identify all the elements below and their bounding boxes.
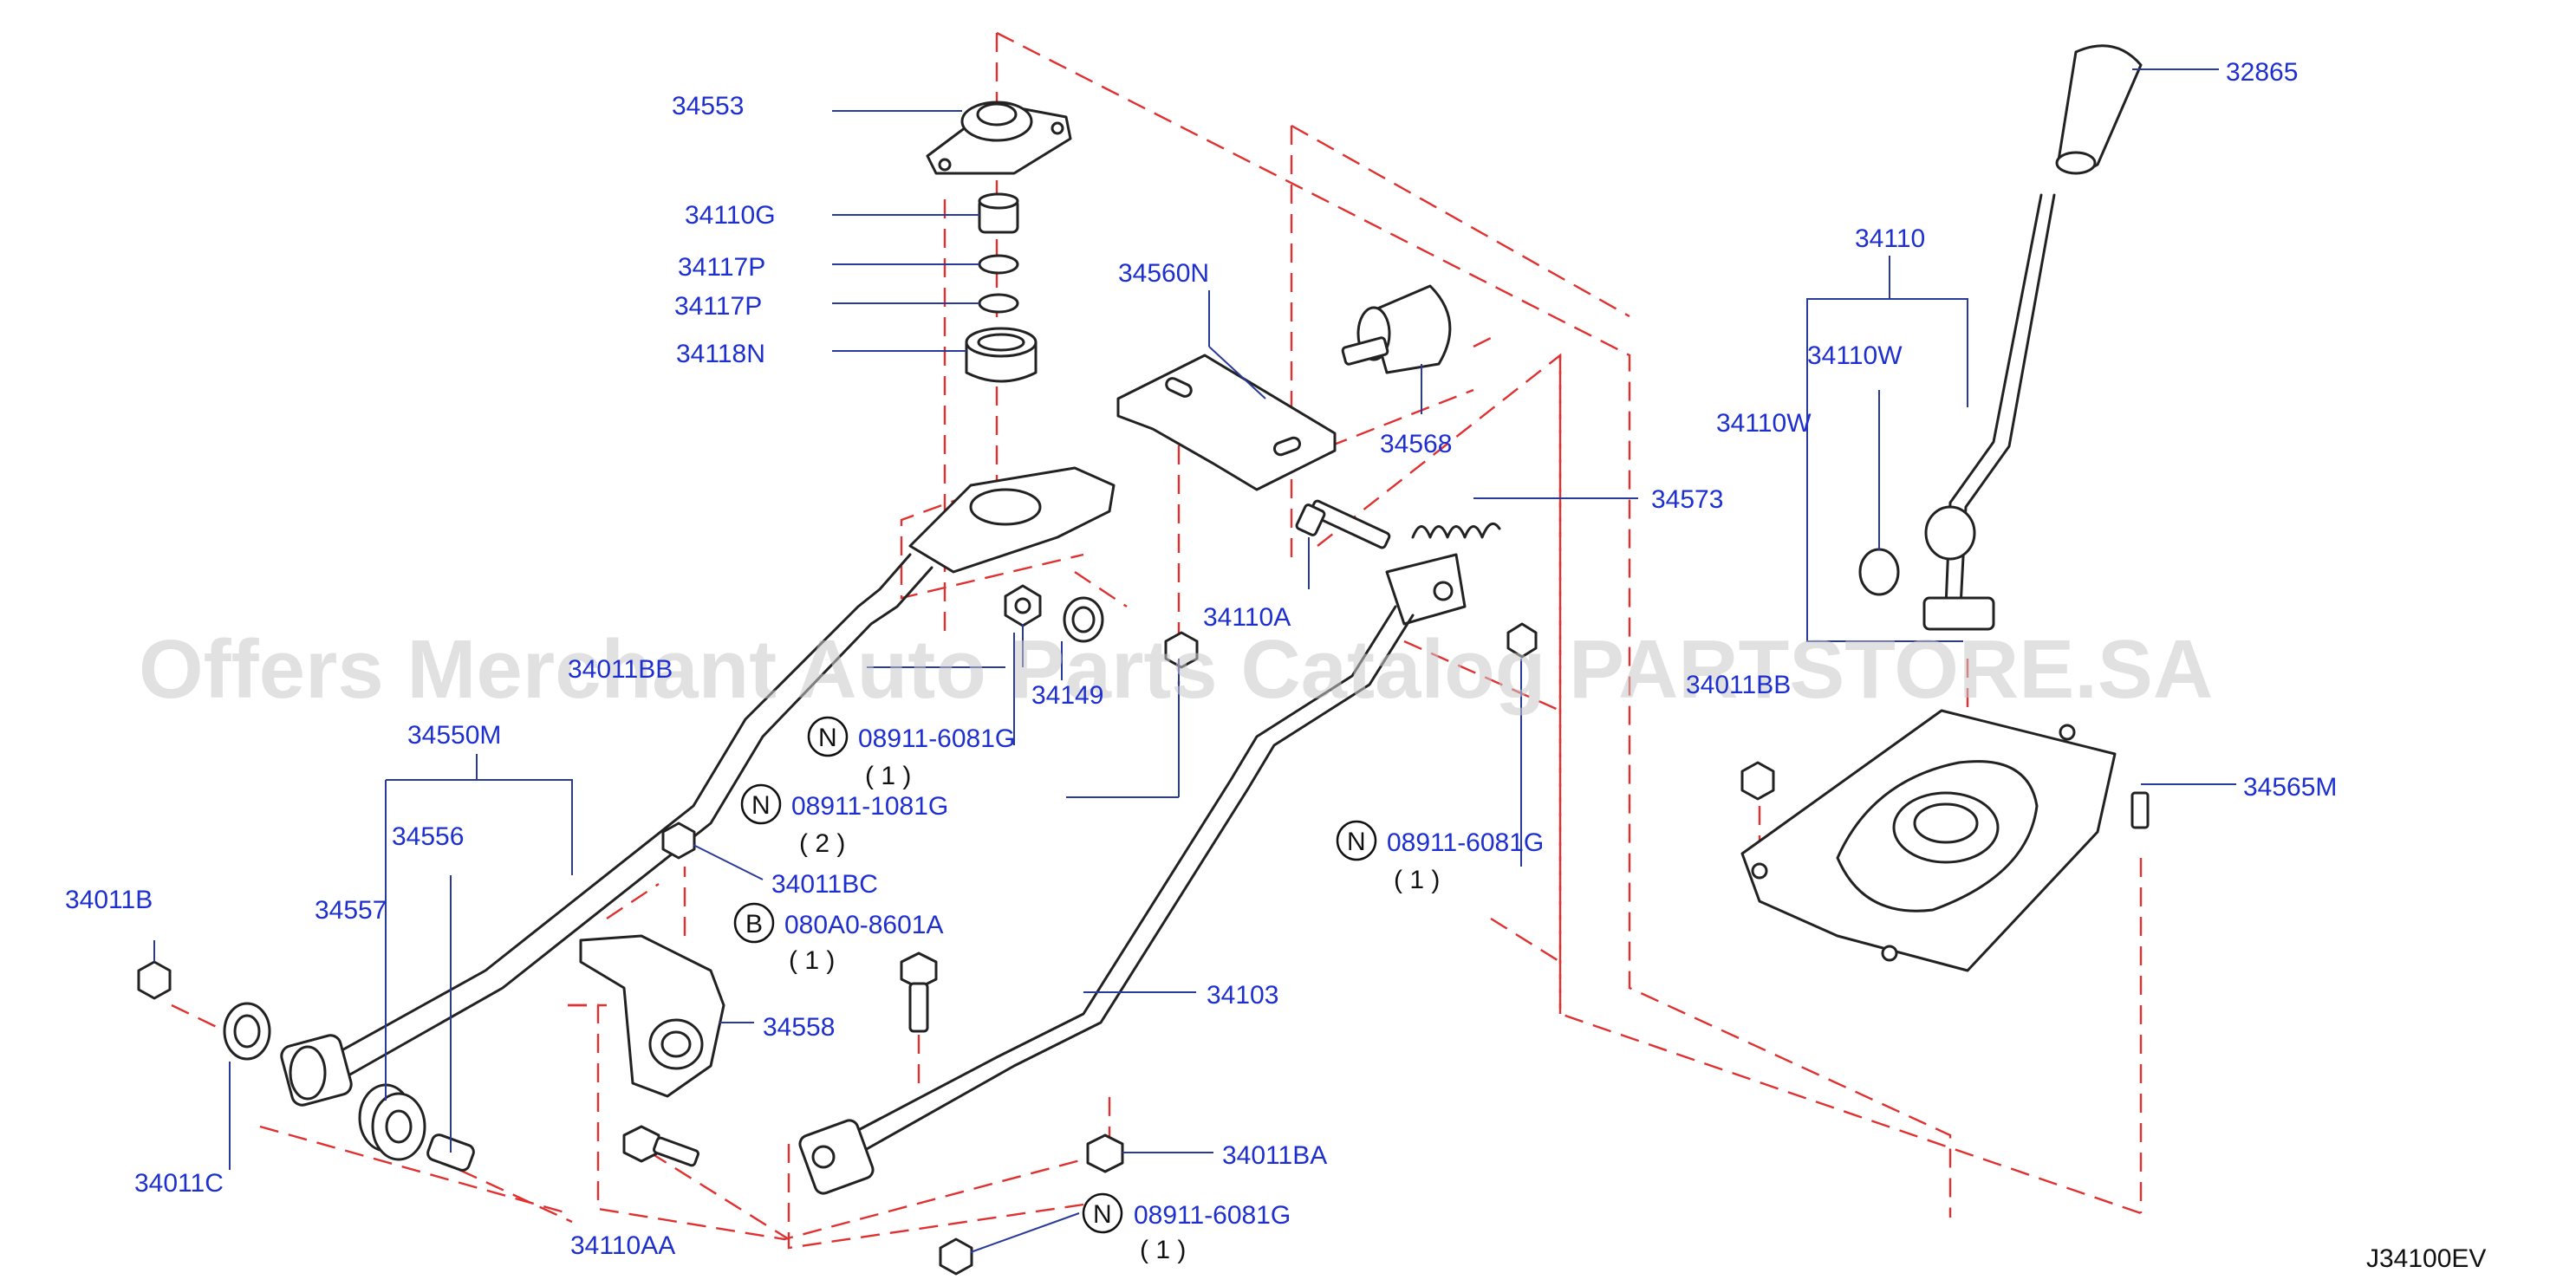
label-34558[interactable]: 34558 — [763, 1013, 835, 1042]
callout-symbol-circle — [740, 783, 782, 825]
callout-part-number[interactable]: 08911-1081G — [791, 792, 948, 821]
shifter-base-34565M — [1740, 709, 2150, 972]
label-34011BB-right[interactable]: 34011BB — [1686, 671, 1791, 699]
bolt-34110AA — [622, 1125, 699, 1167]
callout-symbol: B — [745, 910, 763, 939]
label-34011B[interactable]: 34011B — [65, 886, 153, 914]
nut-34011BB-right — [1740, 761, 1775, 801]
callout-symbol-circle — [733, 902, 775, 944]
callout-symbol: N — [1347, 828, 1366, 856]
grommet-34557 — [358, 1083, 426, 1161]
shift-lever-34110 — [1922, 193, 2056, 631]
diagram-code: J34100EV — [2366, 1244, 2486, 1273]
leader-lines — [153, 68, 2236, 1253]
callout-part-number[interactable]: 08911-6081G — [1387, 828, 1544, 857]
label-34550M[interactable]: 34550M — [407, 721, 501, 750]
nut-34011BA — [1086, 1133, 1124, 1173]
label-32865[interactable]: 32865 — [2226, 58, 2298, 87]
label-34110W-lower[interactable]: 34110W — [1716, 409, 1812, 438]
part-drawings — [137, 44, 2150, 1276]
label-34117P-upper[interactable]: 34117P — [678, 253, 765, 282]
callout-08911-6081G-upper[interactable]: N 08911-6081G ( 1 ) — [807, 716, 1015, 790]
callout-08911-6081G-bottom[interactable]: N 08911-6081G ( 1 ) — [1082, 1192, 1291, 1264]
label-34011BC[interactable]: 34011BC — [771, 870, 878, 899]
label-34149[interactable]: 34149 — [1031, 681, 1103, 710]
callout-symbol: N — [818, 724, 837, 752]
bolt-34110A — [1295, 499, 1391, 549]
callout-quantity: ( 1 ) — [1140, 1236, 1186, 1264]
callout-part-number[interactable]: 08911-6081G — [858, 724, 1015, 753]
nut-34011B — [137, 960, 172, 1000]
pin-34568 — [1341, 284, 1452, 374]
shift-knob-32865 — [2055, 44, 2143, 175]
callout-quantity: ( 1 ) — [789, 946, 835, 975]
label-34011BA[interactable]: 34011BA — [1222, 1141, 1327, 1170]
callout-080A0-8601A[interactable]: B 080A0-8601A ( 1 ) — [733, 902, 944, 975]
bracket-34558 — [579, 934, 725, 1098]
bushing-plate-34553 — [926, 101, 1072, 175]
part-labels: 34553 34110G 34117P 34117P 34118N 34560N… — [65, 58, 2337, 1260]
label-34568[interactable]: 34568 — [1380, 430, 1452, 458]
nut-34011BB-left — [1004, 584, 1042, 627]
nut-08911-1081G — [1164, 631, 1199, 669]
callout-symbol: N — [1093, 1200, 1112, 1229]
control-rod-34550M — [280, 466, 1116, 1107]
bushing-34149 — [1063, 596, 1104, 643]
callout-quantity: ( 2 ) — [799, 829, 845, 858]
label-34011BB-left[interactable]: 34011BB — [568, 655, 673, 684]
label-34118N[interactable]: 34118N — [676, 340, 765, 368]
bracket-plate-34560N — [1116, 354, 1337, 491]
label-34110AA[interactable]: 34110AA — [570, 1231, 675, 1260]
label-34573[interactable]: 34573 — [1651, 485, 1723, 514]
label-34110[interactable]: 34110 — [1855, 224, 1925, 253]
collar-34110G — [978, 192, 1019, 234]
ring-34117P-lower — [978, 293, 1019, 314]
spring-34573 — [1411, 522, 1501, 539]
label-34110G[interactable]: 34110G — [685, 201, 776, 230]
washer-34110W — [1858, 548, 1900, 596]
ring-34117P-upper — [978, 254, 1019, 275]
washer-34011C — [223, 1002, 271, 1061]
bolt-080A0-8601A — [900, 952, 938, 1033]
callout-symbol: N — [751, 791, 771, 820]
label-34110A[interactable]: 34110A — [1203, 603, 1291, 632]
callout-symbol-circle — [1336, 820, 1377, 861]
bushing-34118N — [965, 327, 1038, 383]
nut-34011BC — [661, 822, 696, 860]
callout-symbol-circle — [807, 716, 849, 757]
label-34565M[interactable]: 34565M — [2243, 773, 2337, 802]
callout-part-number[interactable]: 080A0-8601A — [784, 911, 944, 939]
label-34560N[interactable]: 34560N — [1118, 259, 1209, 288]
callout-quantity: ( 1 ) — [865, 762, 911, 790]
label-34556[interactable]: 34556 — [392, 822, 464, 851]
watermark-text: Offers Merchant Auto Parts Catalog PARTS… — [139, 623, 2213, 716]
label-34553[interactable]: 34553 — [672, 92, 744, 120]
callout-08911-1081G[interactable]: N 08911-1081G ( 2 ) — [740, 783, 948, 858]
callout-symbol-circle — [1082, 1192, 1123, 1234]
label-34103[interactable]: 34103 — [1207, 981, 1278, 1010]
label-34117P-lower[interactable]: 34117P — [674, 292, 762, 321]
label-34110W-upper[interactable]: 34110W — [1807, 341, 1903, 370]
callout-part-number[interactable]: 08911-6081G — [1134, 1201, 1291, 1230]
nut-08911-6081G-mid — [1506, 622, 1538, 659]
label-34011C[interactable]: 34011C — [134, 1169, 224, 1198]
label-34557[interactable]: 34557 — [315, 896, 387, 925]
callout-08911-6081G-right[interactable]: N 08911-6081G ( 1 ) — [1336, 820, 1544, 894]
shift-rod-34103 — [798, 553, 1467, 1195]
callout-quantity: ( 1 ) — [1394, 866, 1440, 894]
nut-08911-6081G-bottom — [939, 1237, 973, 1276]
